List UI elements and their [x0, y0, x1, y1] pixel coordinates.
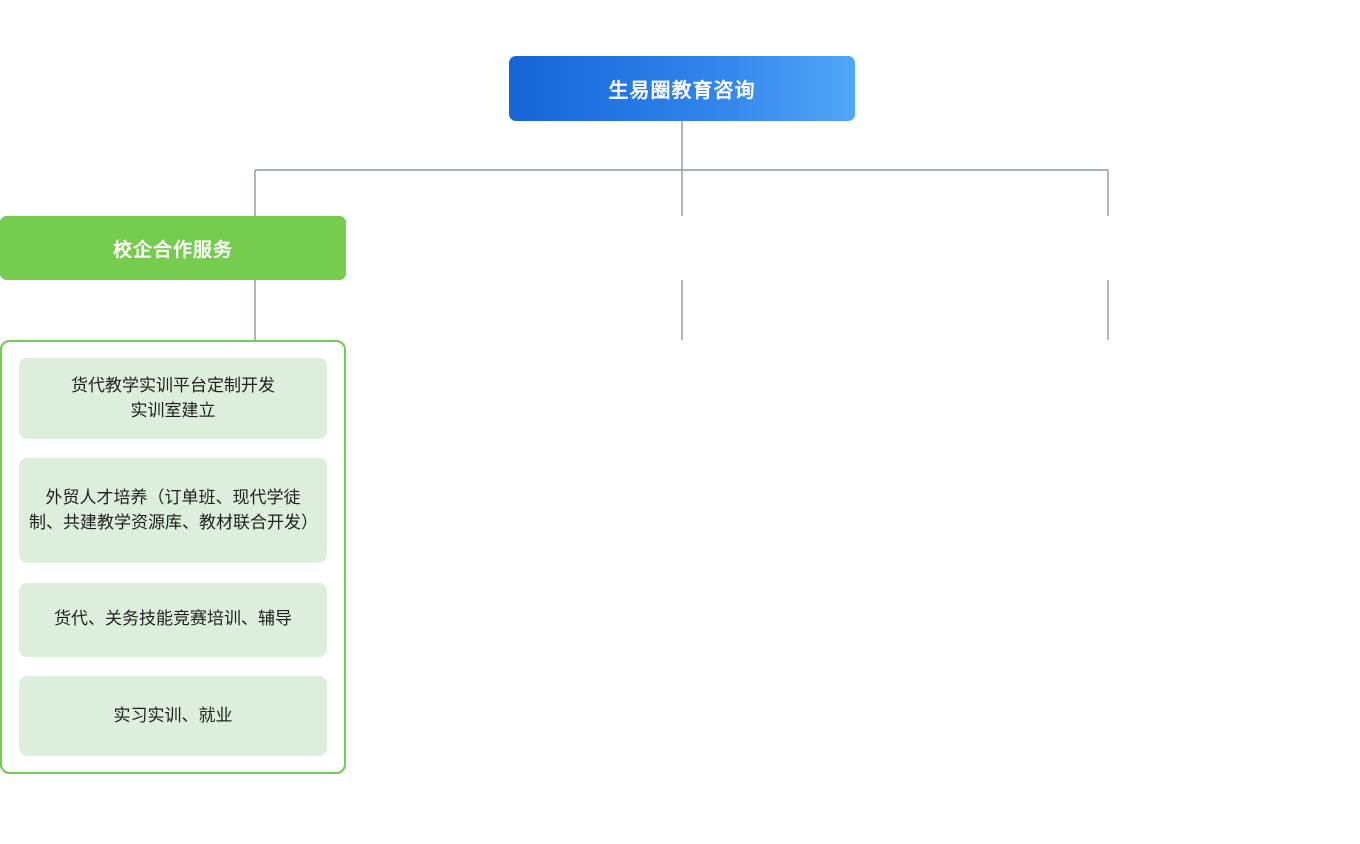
root-node[interactable]: 生易圈教育咨询	[509, 56, 855, 121]
category-items-container-3: 货代教学实训平台定制开发 实训室建立 外贸人才培养（订单班、现代学徒制、共建教学…	[0, 340, 346, 774]
category-column-3: 校企合作服务 货代教学实训平台定制开发 实训室建立 外贸人才培养（订单班、现代学…	[0, 216, 346, 774]
root-node-label: 生易圈教育咨询	[608, 80, 756, 102]
service-item[interactable]: 实习实训、就业	[19, 675, 327, 756]
category-header-3[interactable]: 校企合作服务	[0, 216, 346, 280]
service-item[interactable]: 货代、关务技能竞赛培训、辅导	[19, 582, 327, 657]
category-header-label-3: 校企合作服务	[112, 239, 233, 261]
service-item[interactable]: 货代教学实训平台定制开发 实训室建立	[19, 358, 327, 439]
service-item[interactable]: 外贸人才培养（订单班、现代学徒制、共建教学资源库、教材联合开发）	[19, 458, 327, 564]
